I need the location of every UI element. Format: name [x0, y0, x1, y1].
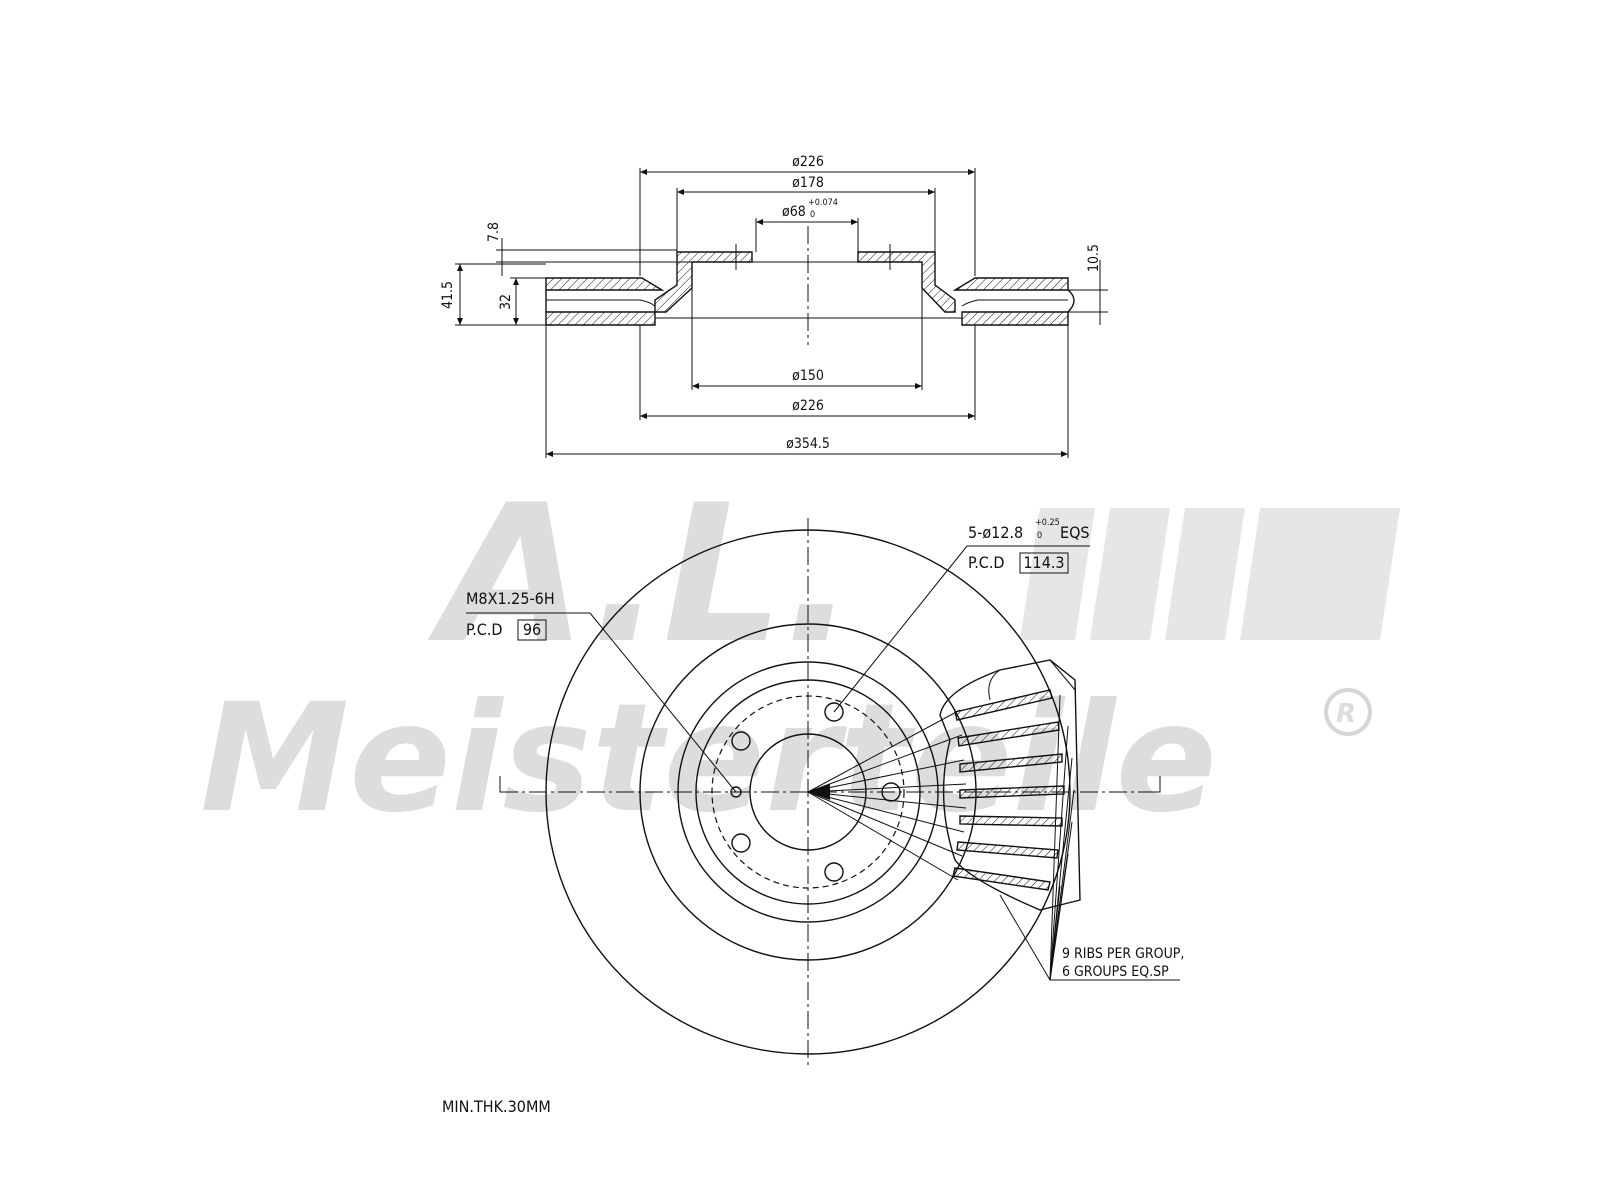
disc-outer-edge-right — [1067, 289, 1075, 313]
bolt-hole — [824, 862, 844, 882]
dim-d178: ø178 — [792, 175, 824, 191]
ribs-note-line1: 9 RIBS PER GROUP, — [1062, 946, 1184, 962]
disc-top-plate-right — [952, 277, 1069, 291]
holes-label-suffix: EQS — [1060, 523, 1090, 542]
bolt-hole — [731, 833, 751, 853]
holes-callout: 5-ø12.8 +0.25 0 EQS P.C.D 114.3 — [968, 518, 1090, 574]
thread-pcd-label: P.C.D — [466, 620, 502, 639]
bolt-hole — [731, 731, 751, 751]
watermark-registered: R — [1336, 699, 1356, 729]
bolt-holes — [731, 702, 901, 882]
thread-leader — [589, 612, 737, 793]
bottom-dimensions: ø150 ø226 ø354.5 — [545, 318, 1069, 458]
rib-group-detail — [939, 659, 1081, 911]
vent-line-right — [961, 299, 1068, 307]
section-view: ø226 ø178 ø68 +0.074 0 7.8 41.5 32 — [440, 154, 1108, 458]
rib-leader-fan — [807, 709, 967, 881]
holes-label-prefix: 5-ø12.8 — [968, 523, 1023, 542]
right-dimensions: 10.5 — [1068, 244, 1108, 325]
thread-pcd-value: 96 — [523, 620, 541, 639]
thread-pcd-box — [517, 619, 547, 641]
center-bore-circle — [749, 733, 867, 851]
dim-10-5: 10.5 — [1086, 244, 1102, 272]
hat-inner-circle — [695, 679, 921, 905]
threaded-hole — [730, 786, 742, 798]
disc-top-plate-left — [545, 277, 665, 291]
brand-watermark: A.L. Meisterteile R — [200, 464, 1400, 846]
min-thickness-note: MIN.THK.30MM — [442, 1097, 551, 1116]
ribs-note: 9 RIBS PER GROUP, 6 GROUPS EQ.SP — [1062, 946, 1184, 980]
dim-d226-bottom: ø226 — [792, 398, 824, 414]
hat-section-left — [654, 251, 753, 313]
rib-note-leaders — [999, 694, 1180, 981]
dim-41-5: 41.5 — [440, 281, 456, 309]
dim-d150: ø150 — [792, 368, 824, 384]
watermark-brand-main: A.L. — [427, 464, 856, 685]
holes-pcd-value: 114.3 — [1023, 553, 1064, 572]
bolt-pcd-circle — [711, 695, 905, 889]
bolt-hole — [881, 782, 901, 802]
thread-callout: M8X1.25-6H P.C.D 96 — [466, 589, 555, 641]
vent-line-left — [546, 299, 656, 307]
top-dimensions: ø226 ø178 ø68 +0.074 0 — [639, 154, 976, 276]
disc-bottom-plate-right — [961, 311, 1069, 326]
section-mark-right — [1152, 776, 1161, 793]
dim-d68-tol-upper: +0.074 — [808, 198, 838, 208]
holes-label-tol-lower: 0 — [1037, 531, 1042, 541]
left-dimensions: 7.8 41.5 32 — [440, 222, 692, 326]
ribs-note-line2: 6 GROUPS EQ.SP — [1062, 964, 1169, 980]
dim-d68: ø68 — [782, 204, 806, 220]
thread-label: M8X1.25-6H — [466, 589, 555, 608]
holes-label-tol-upper: +0.25 — [1035, 518, 1060, 528]
disc-outer-circle — [545, 529, 1071, 1055]
hat-section-right — [857, 251, 956, 313]
hat-outer-circle — [677, 661, 939, 923]
holes-pcd-box — [1019, 552, 1069, 574]
dim-d354-5: ø354.5 — [786, 436, 830, 452]
dim-d68-tol-lower: 0 — [810, 210, 815, 220]
front-view: 5-ø12.8 +0.25 0 EQS P.C.D 114.3 M8X1.25-… — [466, 518, 1184, 1068]
registered-mark-icon — [1324, 688, 1372, 736]
dim-7-8: 7.8 — [486, 222, 502, 242]
holes-pcd-label: P.C.D — [968, 553, 1004, 572]
holes-leader — [833, 545, 968, 713]
watermark-stripes-logo — [1020, 508, 1400, 640]
section-mark-left — [499, 776, 508, 793]
dim-32: 32 — [498, 294, 514, 310]
disc-bottom-plate-left — [545, 311, 656, 326]
dim-d226-top: ø226 — [792, 154, 824, 170]
bolt-hole — [824, 702, 844, 722]
